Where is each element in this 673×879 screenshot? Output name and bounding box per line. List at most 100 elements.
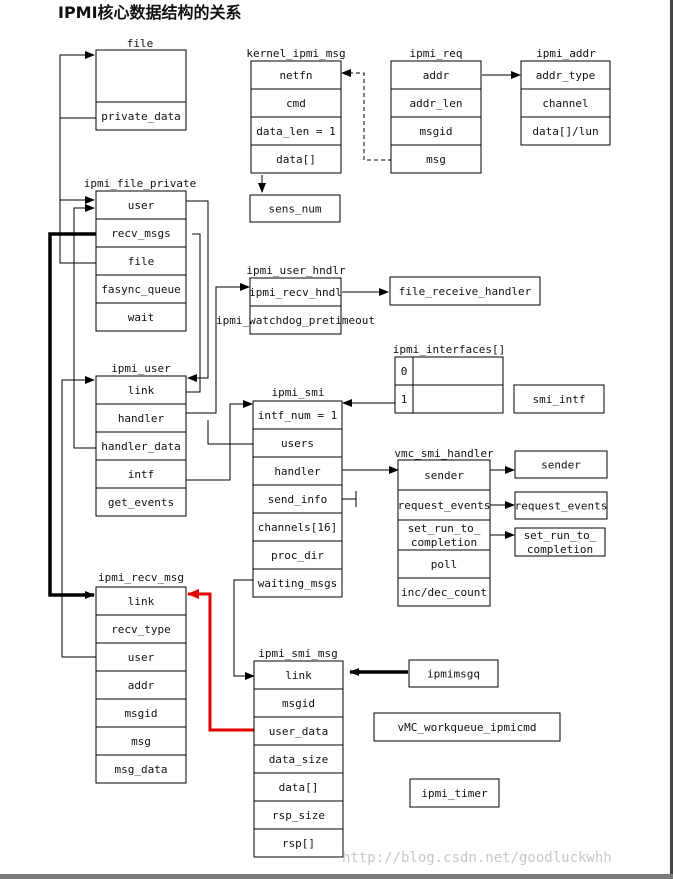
connector-private-file xyxy=(59,51,96,264)
field-label: file_receive_handler xyxy=(399,285,532,298)
struct-name: ipmi_interfaces[] xyxy=(393,343,506,356)
field: msg xyxy=(390,144,482,174)
field: data[] xyxy=(253,772,344,802)
field-label: ipmi_recv_hndl xyxy=(249,286,342,299)
struct-name: ipmi_smi_msg xyxy=(258,647,337,660)
field-label: sender xyxy=(541,459,581,472)
field-label: file xyxy=(128,255,155,268)
field-label: msgid xyxy=(124,707,157,720)
field-label: data[] xyxy=(279,781,319,794)
struct-file-receive-handler: file_receive_handler xyxy=(389,276,541,306)
field-label: channels[16] xyxy=(258,521,337,534)
field-label: wait xyxy=(128,311,155,324)
field: ipmi_timer xyxy=(409,778,500,808)
field: user xyxy=(95,642,187,672)
struct-ipmi-timer: ipmi_timer xyxy=(409,778,500,808)
field: private_data xyxy=(95,101,187,131)
struct-sens-num: sens_num xyxy=(249,194,341,223)
field: msg_data xyxy=(95,754,187,784)
field: wait xyxy=(95,302,187,332)
field-label: ipmi_watchdog_pretimeout xyxy=(216,314,375,327)
struct-name: ipmi_user_hndlr xyxy=(246,264,346,277)
field-label: msg xyxy=(131,735,151,748)
field-label: msg xyxy=(426,153,446,166)
thick-link-recv-msgs xyxy=(48,232,96,599)
field-label: rsp_size xyxy=(272,809,325,822)
connector-user-handler xyxy=(186,283,250,414)
field: user xyxy=(95,190,187,220)
field-label: cmd xyxy=(286,97,306,110)
red-link-user-data xyxy=(187,589,254,732)
field-label: request_events xyxy=(398,499,491,512)
watermark: http://blog.csdn.net/goodluckwhh xyxy=(342,850,612,866)
struct-ipmi-user-hndl: ipmi_user_hndlr ipmi_recv_hndl ipmi_watchd… xyxy=(216,264,375,335)
field-label: recv_msgs xyxy=(111,227,171,240)
struct-name: ipmi_file_private xyxy=(84,177,197,190)
field-label: ipmimsgq xyxy=(427,668,480,681)
field: 0 xyxy=(394,356,504,386)
field: handler_data xyxy=(95,431,187,461)
struct-smi-intf: smi_intf xyxy=(513,384,605,414)
connector-handler-data xyxy=(73,204,96,449)
struct-set-run-to-completion: set_run_to_completion xyxy=(514,527,606,557)
struct-name: ipmi_smi xyxy=(272,386,325,399)
struct-vmc-workqueue: vMC_workqueue_ipmicmd xyxy=(373,712,561,742)
field: smi_intf xyxy=(513,384,605,414)
field-label: user xyxy=(128,199,155,212)
field: fasync_queue xyxy=(95,274,187,304)
field: msgid xyxy=(390,116,482,146)
field-label: smi_intf xyxy=(533,393,586,406)
field-label: sens_num xyxy=(269,203,322,216)
field-label: data[]/lun xyxy=(532,125,598,138)
field-label: handler_data xyxy=(101,440,180,453)
field: msg xyxy=(95,726,187,756)
field-label: request_events xyxy=(515,500,608,513)
field: rsp_size xyxy=(253,800,344,830)
field-label: addr xyxy=(423,69,450,82)
field: users xyxy=(252,428,343,458)
connector-waiting-msgs xyxy=(233,579,255,680)
field-label: data_len = 1 xyxy=(256,125,335,138)
field-label: link xyxy=(128,595,155,608)
field-label: netfn xyxy=(279,69,312,82)
struct-name: kernel_ipmi_msg xyxy=(246,47,345,60)
field-label: poll xyxy=(431,558,458,571)
field-label: addr_type xyxy=(536,69,596,82)
field: get_events xyxy=(95,487,187,517)
field: ipmi_watchdog_pretimeout xyxy=(216,305,375,335)
field: channels[16] xyxy=(252,512,343,542)
field-label: handler xyxy=(118,412,165,425)
field-label: 0 xyxy=(401,365,408,378)
field: proc_dir xyxy=(252,540,343,570)
struct-name: ipmi_addr xyxy=(536,47,596,60)
field: request_events xyxy=(514,491,608,520)
field: cmd xyxy=(250,88,342,118)
field-label: rsp[] xyxy=(282,837,315,850)
field-label: data[] xyxy=(276,153,316,166)
field: set_run_to_completion xyxy=(514,527,606,557)
struct-ipmi-recv-msg: ipmi_recv_msglinkrecv_typeuseraddrmsgidm… xyxy=(95,571,187,784)
struct-sender: sender xyxy=(514,450,608,479)
field: addr xyxy=(95,670,187,700)
field-label: set_run_to_ xyxy=(524,529,597,542)
field: request_events xyxy=(397,489,491,521)
struct-name: ipmi_recv_msg xyxy=(98,571,184,584)
field: recv_msgs xyxy=(95,218,187,248)
field-label: user xyxy=(128,651,155,664)
field: sender xyxy=(397,459,491,491)
struct-name: ipmi_user xyxy=(111,362,171,375)
field: waiting_msgs xyxy=(252,568,343,598)
field: send_info xyxy=(252,484,343,514)
field: netfn xyxy=(250,60,342,90)
window-bottom-bar xyxy=(0,874,673,879)
connector-user-intf xyxy=(186,400,253,481)
field: handler xyxy=(252,456,343,486)
field: intf xyxy=(95,459,187,489)
connector-req-msg xyxy=(341,69,392,161)
field-label: handler xyxy=(274,465,321,478)
field: addr_type xyxy=(520,60,611,90)
